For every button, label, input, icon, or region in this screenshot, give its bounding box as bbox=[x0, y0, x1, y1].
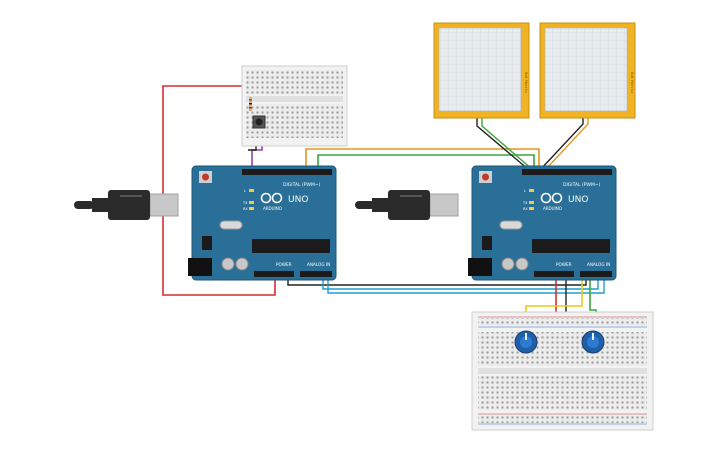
led-l-label-1: L bbox=[244, 189, 246, 193]
wire-blue-2[interactable] bbox=[327, 278, 605, 294]
capacitor-1b bbox=[235, 257, 249, 271]
arduino-logo-1 bbox=[260, 192, 283, 204]
digital-label-2: DIGITAL (PWM~) bbox=[563, 182, 601, 188]
capacitor-2a bbox=[501, 257, 515, 271]
led-l-2 bbox=[529, 189, 534, 192]
digital-label-1: DIGITAL (PWM~) bbox=[283, 182, 321, 188]
matrix1-side-label: 8x8 Matrix bbox=[524, 72, 528, 93]
wire-green-link[interactable] bbox=[317, 154, 535, 170]
usb-cable-2[interactable] bbox=[355, 190, 459, 220]
digital-header-2 bbox=[522, 169, 612, 175]
wire-red-left[interactable] bbox=[162, 85, 276, 296]
capacitor-1a bbox=[221, 257, 235, 271]
led-rx-label-2: RX bbox=[523, 207, 528, 211]
power-header-1 bbox=[254, 271, 294, 277]
analog-header-2 bbox=[580, 271, 612, 277]
analog-label-1: ANALOG IN bbox=[307, 262, 330, 267]
wire-black-gnd[interactable] bbox=[287, 278, 587, 286]
power-jack-2[interactable] bbox=[468, 258, 492, 276]
power-jack-1[interactable] bbox=[188, 258, 212, 276]
analog-label-2: ANALOG IN bbox=[587, 262, 610, 267]
reset-button-2[interactable] bbox=[482, 173, 489, 181]
usb-cable-1[interactable] bbox=[74, 190, 179, 220]
potentiometer-1[interactable] bbox=[514, 330, 538, 354]
reset-button-1[interactable] bbox=[202, 173, 209, 181]
led-l-label-2: L bbox=[524, 189, 526, 193]
led-tx-2 bbox=[529, 201, 534, 204]
led-l-1 bbox=[249, 189, 254, 192]
power-label-2: POWER bbox=[556, 262, 572, 267]
arduino-brand-1: ARDUINO bbox=[263, 206, 282, 211]
atmega-chip-1 bbox=[252, 239, 330, 253]
crystal-2 bbox=[499, 220, 523, 230]
analog-header-1 bbox=[300, 271, 332, 277]
led-rx-2 bbox=[529, 207, 534, 210]
arduino-logo-2 bbox=[540, 192, 563, 204]
led-matrix-1[interactable]: 8x8 Matrix bbox=[433, 22, 530, 119]
regulator-2 bbox=[482, 236, 492, 250]
uno-label-1: UNO bbox=[288, 195, 308, 205]
power-header-2 bbox=[534, 271, 574, 277]
push-button[interactable] bbox=[252, 115, 266, 129]
led-rx-label-1: RX bbox=[243, 207, 248, 211]
regulator-1 bbox=[202, 236, 212, 250]
potentiometer-2[interactable] bbox=[581, 330, 605, 354]
wire-blue-1[interactable] bbox=[322, 278, 599, 290]
arduino-uno-1[interactable]: DIGITAL (PWM~) ARDUINO UNO L TX RX POWER… bbox=[188, 165, 337, 281]
matrix2-side-label: 8x8 Matrix bbox=[630, 72, 634, 93]
led-tx-label-2: TX bbox=[522, 201, 528, 205]
led-rx-1 bbox=[249, 207, 254, 210]
arduino-uno-2[interactable]: DIGITAL (PWM~) ARDUINO UNO L TX RX POWER… bbox=[468, 165, 617, 281]
wire-orange-link[interactable] bbox=[305, 148, 540, 170]
capacitor-2b bbox=[515, 257, 529, 271]
atmega-chip-2 bbox=[532, 239, 610, 253]
led-tx-1 bbox=[249, 201, 254, 204]
wire-matrix2-black[interactable] bbox=[539, 118, 584, 171]
crystal-1 bbox=[219, 220, 243, 230]
uno-label-2: UNO bbox=[568, 195, 588, 205]
main-breadboard[interactable] bbox=[471, 311, 654, 431]
wire-matrix1-black[interactable] bbox=[476, 118, 530, 171]
mini-breadboard[interactable] bbox=[241, 65, 348, 147]
wire-matrix1-green[interactable] bbox=[481, 118, 534, 171]
power-label-1: POWER bbox=[276, 262, 292, 267]
led-tx-label-1: TX bbox=[242, 201, 248, 205]
resistor[interactable] bbox=[249, 97, 252, 111]
wire-matrix2-orange[interactable] bbox=[544, 118, 589, 171]
arduino-brand-2: ARDUINO bbox=[543, 206, 562, 211]
digital-header-1 bbox=[242, 169, 332, 175]
led-matrix-2[interactable]: 8x8 Matrix bbox=[539, 22, 636, 119]
